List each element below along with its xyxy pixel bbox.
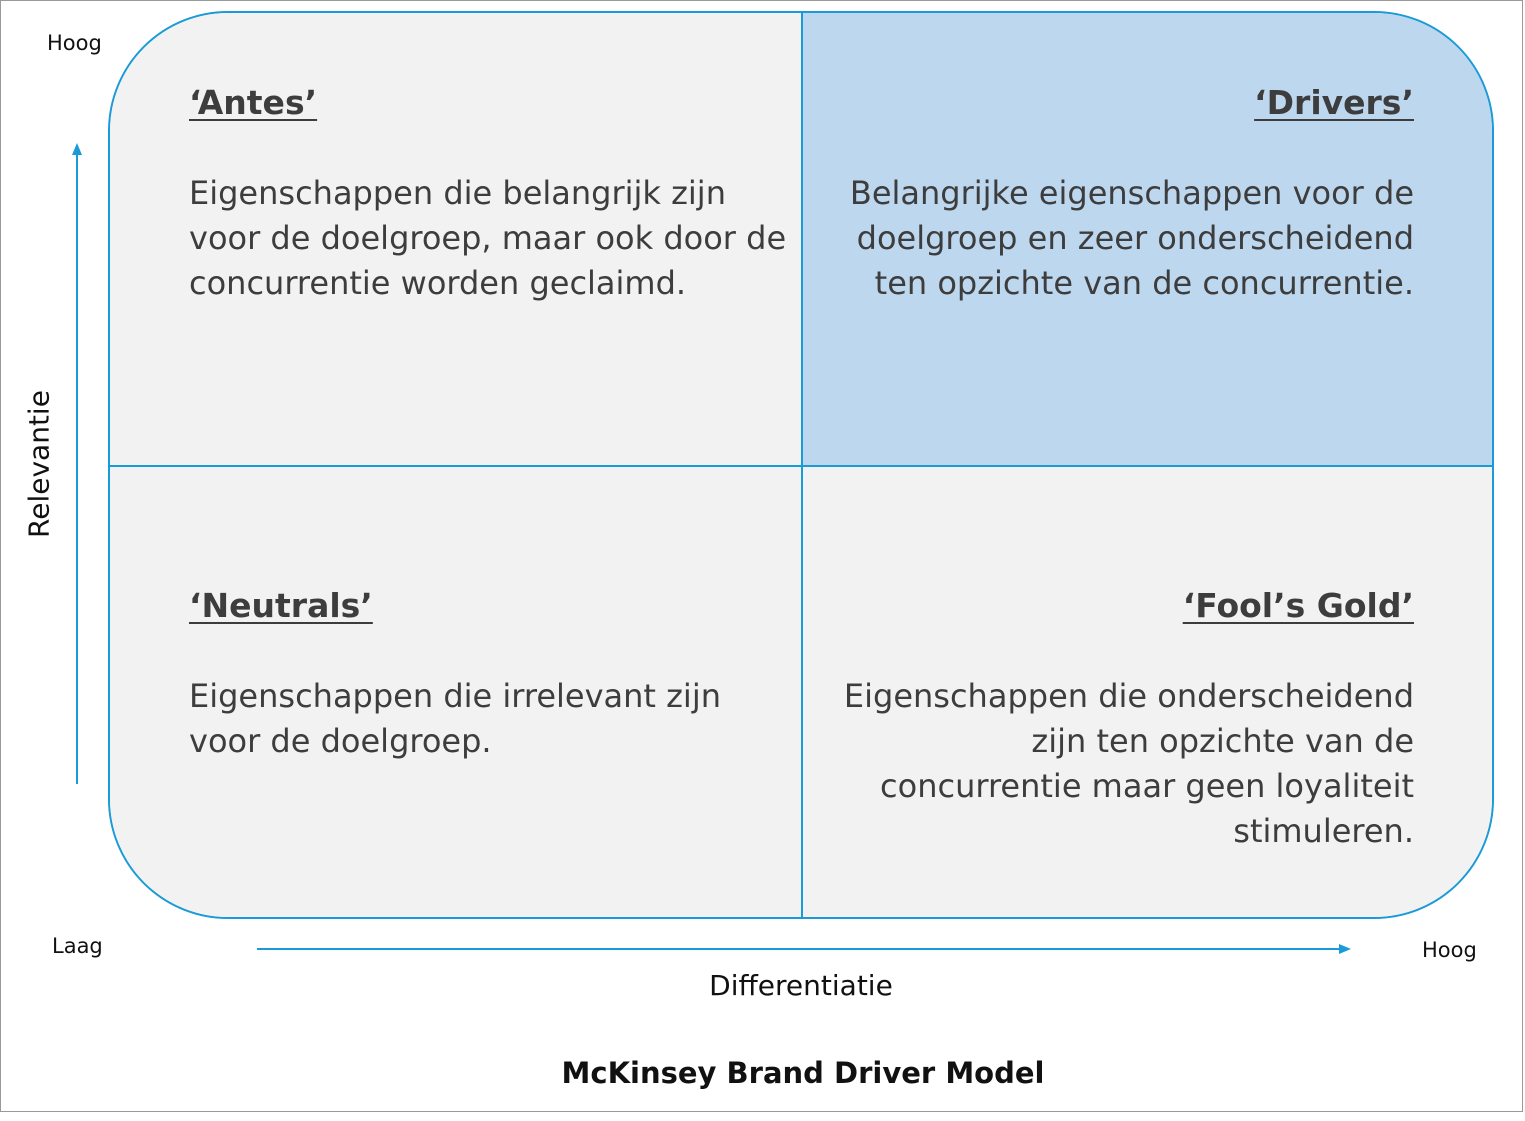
horizontal-divider xyxy=(110,465,1492,467)
quadrant-desc-antes: Eigenschappen die belangrijk zijn voor d… xyxy=(189,174,787,302)
y-axis-high-label: Hoog xyxy=(47,31,102,55)
quadrant-desc-neutrals: Eigenschappen die irrelevant zijn voor d… xyxy=(189,677,721,760)
quadrant-title-drivers: ‘Drivers’ xyxy=(1254,83,1414,122)
diagram-caption: McKinsey Brand Driver Model xyxy=(561,1056,1045,1090)
y-axis-label: Relevantie xyxy=(22,390,56,538)
x-axis-arrow xyxy=(257,944,1351,954)
quadrant-title-antes: ‘Antes’ xyxy=(189,83,318,122)
quadrant-antes: ‘Antes’ Eigenschappen die belangrijk zij… xyxy=(110,13,802,466)
quadrant-title-fools-gold: ‘Fool’s Gold’ xyxy=(1182,586,1414,625)
quadrant-neutrals: ‘Neutrals’ Eigenschappen die irrelevant … xyxy=(110,466,802,917)
quadrant-desc-drivers: Belangrijke eigenschappen voor de doelgr… xyxy=(849,174,1414,302)
x-axis-label: Differentiatie xyxy=(709,969,893,1002)
quadrant-desc-fools-gold: Eigenschappen die onderscheidend zijn te… xyxy=(843,677,1414,850)
quadrant-drivers: ‘Drivers’ Belangrijke eigenschappen voor… xyxy=(802,13,1492,466)
quadrant-fools-gold: ‘Fool’s Gold’ Eigenschappen die ondersch… xyxy=(802,466,1492,917)
y-axis-arrow xyxy=(72,143,82,784)
brand-driver-matrix: ‘Antes’ Eigenschappen die belangrijk zij… xyxy=(108,11,1494,919)
x-axis-high-label: Hoog xyxy=(1422,938,1477,962)
quadrant-title-neutrals: ‘Neutrals’ xyxy=(189,586,373,625)
x-axis-low-label: Laag xyxy=(52,934,103,958)
